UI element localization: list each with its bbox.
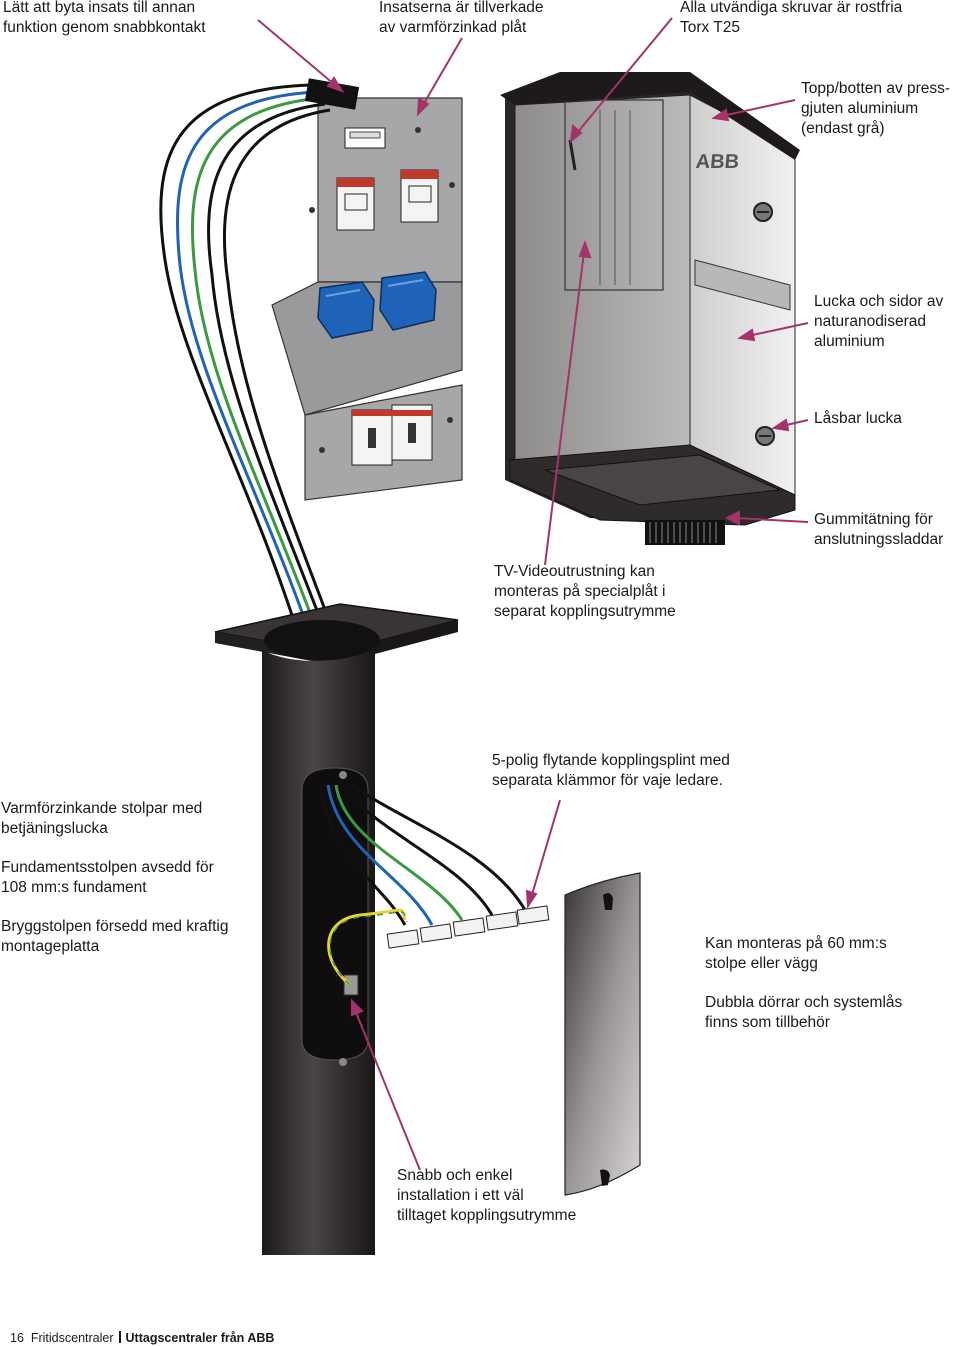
callout-door-sides: Lucka och sidor av naturanodiserad alumi… (814, 292, 943, 352)
callout-line: av varmförzinkad plåt (379, 19, 527, 36)
callout-line: Bryggstolpen försedd med kraftig (1, 918, 229, 935)
callout-line: installation i ett väl (397, 1187, 524, 1204)
callout-line: naturanodiserad (814, 313, 927, 330)
cables-drawing (159, 78, 360, 656)
callout-line: Torx T25 (680, 19, 741, 36)
callout-foundation-post: Fundamentsstolpen avsedd för 108 mm:s fu… (1, 858, 214, 898)
callout-rubber-seal: Gummitätning för anslutningssladdar (814, 510, 943, 550)
callout-line: anslutningssladdar (814, 531, 944, 548)
svg-text:ABB: ABB (695, 151, 740, 173)
callout-line: Kan monteras på 60 mm:s (705, 935, 887, 952)
callout-line: tilltaget kopplingsutrymme (397, 1207, 577, 1224)
callout-line: Lätt att byta insats till annan (3, 0, 196, 16)
callout-line: gjuten aluminium (801, 100, 919, 117)
callout-quick-swap: Lätt att byta insats till annan funktion… (3, 0, 206, 38)
terminal-wires-drawing (318, 783, 527, 987)
callout-line: (endast grå) (801, 120, 885, 137)
callout-line: Insatserna är tillverkade (379, 0, 544, 16)
leader-lines (257, 17, 809, 1171)
callout-line: aluminium (814, 333, 885, 350)
page-footer: 16 Fritidscentraler Uttagscentraler från … (10, 1330, 274, 1346)
callout-line: betjäningslucka (1, 820, 108, 837)
callout-line: Dubbla dörrar och systemlås (705, 994, 903, 1011)
post-drawing (214, 603, 459, 1255)
door-panel-drawing (564, 872, 641, 1196)
callout-line: Lucka och sidor av (814, 293, 944, 310)
callout-posts: Varmförzinkande stolpar med betjäningslu… (1, 799, 202, 839)
enclosure-drawing: ABB (500, 72, 800, 545)
callout-line: 108 mm:s fundament (1, 879, 147, 896)
callout-line: TV-Videoutrustning kan (494, 563, 655, 580)
callout-line: stolpe eller vägg (705, 955, 818, 972)
callout-terminal-block: 5-polig flytande kopplingsplint med sepa… (492, 751, 730, 791)
callout-line: finns som tillbehör (705, 1014, 830, 1031)
callout-line: Låsbar lucka (814, 410, 902, 427)
callout-line: Snabb och enkel (397, 1167, 513, 1184)
callout-line: Fundamentsstolpen avsedd för (1, 859, 214, 876)
callout-top-bottom: Topp/botten av press- gjuten aluminium (… (801, 79, 950, 139)
callout-line: monteras på specialplåt i (494, 583, 666, 600)
footer-divider (118, 1331, 121, 1343)
callout-installation: Snabb och enkel installation i ett väl t… (397, 1166, 576, 1226)
insert-plate-drawing (271, 97, 463, 501)
callout-double-doors: Dubbla dörrar och systemlås finns som ti… (705, 993, 902, 1033)
terminal-block-drawing (386, 905, 550, 949)
callout-screws: Alla utvändiga skruvar är rostfria Torx … (680, 0, 902, 38)
callout-galvanized-inserts: Insatserna är tillverkade av varmförzink… (379, 0, 544, 38)
footer-section: Fritidscentraler (30, 1331, 114, 1345)
callout-line: Topp/botten av press- (801, 80, 951, 97)
callout-line: montageplatta (1, 938, 100, 955)
callout-line: Gummitätning för (814, 511, 933, 528)
callout-line: Varmförzinkande stolpar med (1, 800, 203, 817)
callout-line: funktion genom snabbkontakt (3, 19, 206, 36)
callout-line: separata klämmor för vaje ledare. (492, 772, 723, 789)
footer-title: Uttagscentraler från ABB (125, 1331, 275, 1345)
callout-jetty-post: Bryggstolpen försedd med kraftig montage… (1, 917, 228, 957)
callout-line: Alla utvändiga skruvar är rostfria (680, 0, 903, 16)
callout-line: separat kopplingsutrymme (494, 603, 676, 620)
callout-lockable-door: Låsbar lucka (814, 409, 902, 429)
page-number: 16 (10, 1331, 24, 1345)
callout-mount-60: Kan monteras på 60 mm:s stolpe eller väg… (705, 934, 887, 974)
callout-tv-video: TV-Videoutrustning kan monteras på speci… (494, 562, 676, 622)
callout-line: 5-polig flytande kopplingsplint med (492, 752, 730, 769)
